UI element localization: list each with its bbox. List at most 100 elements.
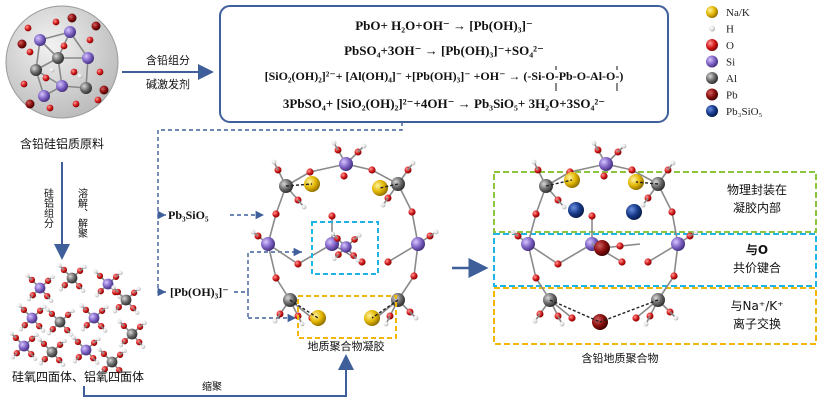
h-atom: [331, 256, 337, 262]
o-atom: [86, 36, 94, 44]
h-atom: [643, 321, 649, 327]
h-atom: [37, 337, 42, 342]
equation-3: [SiO₂(OH)₂]²⁻+ [Al(OH)₄]⁻ +[Pb(OH)₃]⁻ +O…: [265, 69, 624, 83]
h-atom: [112, 309, 117, 314]
hydrogen-atom-icon: [709, 25, 715, 32]
h-atom: [33, 356, 38, 361]
pb3sio5-particle-icon: [706, 105, 718, 117]
si-atom: [82, 52, 94, 64]
o-atom: [368, 166, 376, 174]
equation-2: PbSO₄+3OH⁻ → [Pb(OH)₃]⁻+SO₄²⁻: [344, 43, 544, 58]
o-atom: [632, 314, 640, 322]
h-atom: [355, 257, 361, 263]
ionic-interaction: [379, 183, 399, 189]
dissolution-arrow: 硅铝组分 溶解、解聚: [42, 162, 88, 260]
h-atom: [97, 347, 102, 352]
encapsulation-box: [493, 171, 817, 233]
dissolve-depolymerize-label: 溶解、解聚: [76, 187, 88, 239]
h-atom: [693, 229, 699, 235]
product-label: 含铅地质聚合物: [582, 351, 659, 365]
si-atom: [599, 157, 613, 171]
h-atom: [79, 303, 84, 308]
covalent-bond-box: [493, 233, 817, 287]
h-atom: [561, 204, 567, 210]
h-atom: [69, 332, 74, 337]
legend-label: Si: [726, 57, 735, 69]
o-atom: [410, 272, 418, 280]
legend-label: Pb: [726, 90, 738, 102]
ps-atom: [626, 204, 642, 220]
o-atom: [52, 18, 60, 26]
h-atom: [62, 338, 67, 343]
h-atom: [121, 372, 126, 377]
legend-label: O: [726, 40, 734, 52]
h-atom: [111, 285, 116, 290]
tetrahedra-label: 硅氧四面体、铝氧四面体: [12, 369, 144, 384]
o-atom: [408, 208, 416, 216]
pb-atom: [25, 99, 35, 109]
o-atom: [532, 274, 540, 282]
h-atom: [70, 308, 75, 313]
h-atom: [57, 263, 62, 268]
h-atom: [330, 231, 336, 237]
gel-yellow-highlight: [297, 295, 397, 339]
si-atom: [18, 340, 30, 352]
geopolymer-gel-structure: [250, 140, 439, 327]
pb-atom: [17, 39, 27, 49]
h-atom: [34, 332, 39, 337]
pb-atom: [91, 21, 101, 31]
equation-4: 3PbSO₄+ [SiO₂(OH)₂]²⁻+4OH⁻ → Pb₃SiO₅+ 3H…: [283, 96, 605, 111]
aluminium-atom-icon: [706, 72, 718, 84]
h-atom: [410, 160, 416, 166]
o-atom: [306, 168, 314, 176]
covalent-label-line2: 共价键合: [733, 260, 781, 275]
lead-geopolymer-structure: [510, 140, 699, 330]
h-atom: [383, 321, 389, 327]
o-atom: [94, 96, 102, 104]
si-atom: [34, 282, 46, 294]
h-atom: [299, 321, 305, 327]
h-atom: [41, 328, 46, 333]
h-atom: [9, 331, 14, 336]
h-atom: [380, 202, 386, 208]
o-atom: [328, 212, 336, 220]
si-al-component-label: 硅铝组分: [42, 187, 54, 229]
h-atom: [640, 202, 646, 208]
h-atom: [38, 361, 43, 366]
h-atom: [559, 321, 565, 327]
raw-material-molecule: [17, 13, 109, 112]
lead-component-label: 含铅组分: [146, 53, 190, 67]
pb-atom: [67, 13, 77, 23]
legend-row: Pb₃SiO₅: [706, 105, 763, 118]
o-atom: [568, 314, 576, 322]
h-atom: [673, 315, 679, 321]
o-atom: [616, 242, 624, 250]
al-atom: [120, 294, 132, 306]
si-atom: [339, 157, 353, 171]
product-panel: 物理封装在 凝胶内部 与O 共价键合 与Na⁺/K⁺ 离子交换: [493, 140, 817, 345]
h-atom: [271, 159, 277, 165]
h-atom: [42, 304, 47, 309]
h-atom: [96, 336, 101, 341]
o-atom: [26, 48, 34, 56]
h-atom: [94, 293, 99, 298]
legend-label: H: [726, 24, 734, 36]
ionic-interaction: [599, 299, 659, 323]
o-atom: [600, 172, 608, 180]
h-atom: [26, 297, 31, 302]
o-atom: [24, 24, 32, 32]
h-atom: [510, 229, 516, 235]
h-atom: [82, 264, 87, 269]
al-atom: [52, 52, 64, 64]
h-atom: [98, 371, 103, 376]
si-atom: [56, 80, 68, 92]
o-atom: [60, 42, 68, 50]
al-atom: [106, 356, 118, 368]
oxygen-atom-icon: [706, 39, 718, 51]
si-atom: [26, 312, 38, 324]
al-atom: [66, 272, 78, 284]
legend-label: Pb₃SiO₅: [726, 106, 763, 118]
h-atom: [17, 303, 22, 308]
h-atom: [117, 294, 122, 299]
